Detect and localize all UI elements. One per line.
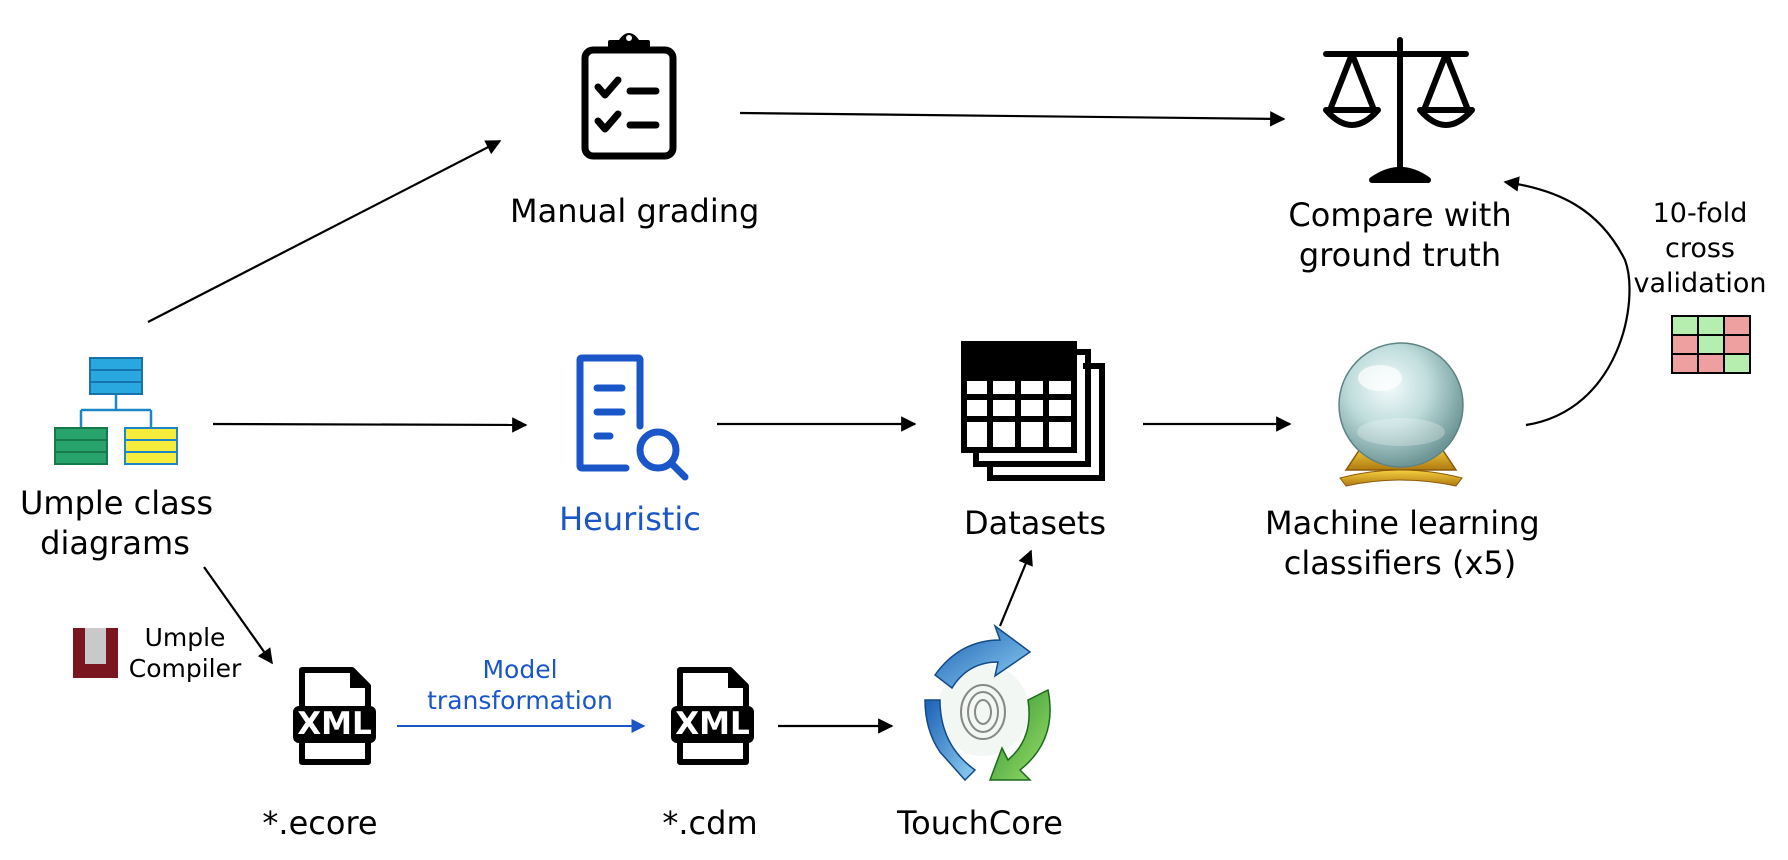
edge-manual-to-compare (739, 111, 1286, 127)
umple-compiler-label: Umple Compiler (123, 622, 247, 684)
edge-ml-to-compare (1503, 176, 1631, 427)
ml-line2: classifiers (x5) (1283, 544, 1517, 582)
compare-line2: ground truth (1298, 236, 1502, 274)
crystal-ball-icon (1338, 342, 1464, 487)
class-diagram-icon (54, 357, 178, 465)
edge-touchcore-to-datasets (998, 549, 1033, 627)
ml-label: Machine learning classifiers (x5) (1265, 503, 1540, 583)
ecore-text: *.ecore (262, 804, 378, 842)
crossval-label: 10-fold cross validation (1630, 196, 1770, 301)
crossval-cell-green (1723, 353, 1751, 374)
cdm-label: *.cdm (640, 803, 780, 843)
crossval-cell-red (1671, 334, 1699, 355)
crossval-cell-red (1723, 315, 1751, 336)
crossval-cell-green (1671, 315, 1699, 336)
xml-badge-ecore-text: XML (297, 706, 372, 742)
xml-badge-cdm-text: XML (675, 706, 750, 742)
touchcore-text: TouchCore (897, 804, 1063, 842)
manual-grading-text: Manual grading (510, 192, 760, 230)
balance-scale-icon (1323, 37, 1475, 183)
xml-badge-ecore: XML (293, 705, 376, 744)
umple-diagrams-line2: diagrams (40, 524, 190, 562)
clipboard-check-icon (581, 33, 677, 160)
umple-compiler-line1: Umple (144, 623, 226, 652)
document-search-icon (576, 354, 689, 481)
ml-line1: Machine learning (1265, 504, 1540, 542)
compare-label: Compare with ground truth (1270, 195, 1530, 275)
umple-diagrams-label: Umple class diagrams (20, 483, 214, 563)
datasets-text: Datasets (964, 504, 1106, 542)
model-transformation-line1: Model (482, 655, 558, 684)
umple-logo-icon (73, 628, 118, 678)
cross-validation-grid (1671, 315, 1751, 374)
edge-umple-to-ecore (203, 566, 273, 665)
crossval-line2: cross (1664, 233, 1735, 264)
xml-file-icon-cdm (671, 667, 754, 765)
compare-line1: Compare with (1288, 196, 1512, 234)
manual-grading-label: Manual grading (510, 191, 760, 231)
cdm-text: *.cdm (662, 804, 758, 842)
crossval-line3: validation (1633, 268, 1767, 299)
edge-umple-to-heuristic (212, 417, 528, 433)
xml-file-icon-ecore (293, 667, 376, 765)
crossval-cell-green (1697, 315, 1725, 336)
model-transformation-label: Model transformation (420, 654, 620, 716)
crossval-cell-red (1697, 353, 1725, 374)
datasets-label: Datasets (950, 503, 1120, 543)
heuristic-text: Heuristic (559, 500, 701, 538)
datasets-icon (961, 341, 1105, 481)
ecore-label: *.ecore (250, 803, 390, 843)
edge-umple-to-manual (147, 140, 502, 323)
crossval-cell-red (1671, 353, 1699, 374)
touchcore-label: TouchCore (880, 803, 1080, 843)
crossval-line1: 10-fold (1652, 198, 1748, 229)
heuristic-label: Heuristic (540, 499, 720, 539)
touchcore-logo-icon (924, 623, 1051, 782)
crossval-cell-green (1697, 334, 1725, 355)
crossval-cell-red (1723, 334, 1751, 355)
xml-badge-cdm: XML (671, 705, 754, 744)
umple-compiler-line2: Compiler (128, 654, 242, 683)
umple-diagrams-line1: Umple class (20, 484, 214, 522)
model-transformation-line2: transformation (427, 686, 613, 715)
